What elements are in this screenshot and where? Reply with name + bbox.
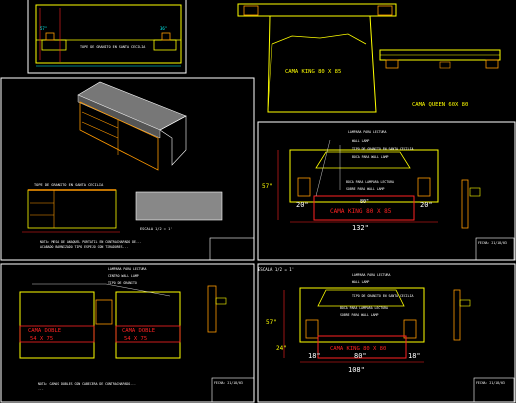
plan-label: TOPE DE GRANITO EN SANTA CECILIA	[80, 45, 145, 49]
dim-total: 132"	[352, 224, 369, 232]
br-dim-side-right: 18"	[408, 352, 421, 360]
callout-br-granite: TIPO DE GRANITO EN SANTA CECILIA	[352, 294, 413, 298]
panel-mid-right-king-elevation: CAMA KING 80 X 85 LAMPARA PARA LECTURA W…	[257, 121, 516, 261]
br-dim-center: 80"	[354, 352, 367, 360]
br-king-bed-label: CAMA KING 80 X 80	[330, 346, 386, 352]
dim-left: 57"	[40, 26, 47, 31]
callout-reading-lamp: LAMPARA PARA LECTURA	[348, 130, 386, 134]
dim-side-right: 20"	[420, 201, 433, 209]
queen-bed-label: CAMA QUEEN 60X 80	[412, 102, 468, 108]
panel-mid-left-credenza: TOPE DE GRANITO EN SANTA CECILIA ESCALA …	[0, 77, 255, 261]
bed-right-line-1: CAMA DOBLE	[122, 328, 155, 334]
scale-label: ESCALA 1/2 = 1'	[140, 227, 172, 231]
title-block-bottom-right: FECHA: 21/18/03	[476, 381, 505, 385]
king-bed-label: CAMA KING 80 X 85	[285, 69, 341, 75]
bl-note-line-2: ...	[38, 387, 44, 391]
callout-bl-center-wall-lamp: CENTRO WALL LAMP	[108, 274, 139, 278]
dim-height: 57"	[262, 183, 273, 190]
br-dim-height: 57"	[266, 319, 277, 326]
br-dim-side-left: 18"	[308, 352, 321, 360]
bed-left-line-1: CAMA DOBLE	[28, 328, 61, 334]
granite-label: TOPE DE GRANITO EN SANTA CECILIA	[34, 183, 104, 187]
panel-top-left-desk-elevation: 57" 36" TOPE DE GRANITO EN SANTA CECILIA	[27, 0, 187, 74]
panel-bottom-right-king-elevation: ESCALA 1/2 = 1' CAMA KING 80 X 80 LAMPAR…	[257, 263, 516, 403]
callout-reading-lamp-outlet: BOCA PARA LAMPARA LECTURA	[346, 180, 394, 184]
callout-wall-lamp-cover: SOBRE PARA WALL LAMP	[346, 187, 384, 191]
bed-left-line-2: 54 X 75	[30, 336, 53, 342]
king-bed-elevation-label: CAMA KING 80 X 85	[330, 208, 392, 215]
callout-bl-reading-lamp: LAMPARA PARA LECTURA	[108, 267, 146, 271]
callout-granite: TIPO DE GRANITO EN SANTA CECILIA	[352, 147, 413, 151]
dim-right: 36"	[160, 26, 167, 31]
br-dim-lower: 24"	[276, 345, 287, 352]
note-line-1: NOTA: MESA DE ANAQUEL PORTATIL EN CONTRA…	[40, 240, 142, 244]
callout-wall-lamp: WALL LAMP	[352, 139, 369, 143]
callout-br-wall-lamp-cover: SOBRE PARA WALL LAMP	[340, 313, 378, 317]
note-line-2: ACABADO BARNIZADO TIPO ESPEJO CON TIRADO…	[40, 245, 128, 249]
br-dim-total: 108"	[348, 366, 365, 374]
callout-br-reading-lamp: LAMPARA PARA LECTURA	[352, 273, 390, 277]
bed-right-line-2: 54 X 75	[124, 336, 147, 342]
callout-wall-lamp-outlet: BOCA PARA WALL LAMP	[352, 155, 389, 159]
callout-br-wall-lamp: WALL LAMP	[352, 280, 369, 284]
br-scale-label: ESCALA 1/2 = 1'	[258, 267, 294, 272]
callout-bl-granite: TIPO DE GRANITO	[108, 281, 137, 285]
title-block-mid-right: FECHA: 21/18/03	[478, 241, 507, 245]
dim-center: 80"	[360, 199, 369, 205]
callout-br-reading-lamp-outlet: BOCA PARA LAMPARA LECTURA	[340, 306, 388, 310]
panel-top-right-bed-plans: CAMA KING 80 X 85 CAMA QUEEN 60X 80	[237, 3, 501, 113]
panel-bottom-left-double-beds: CAMA DOBLE 54 X 75 CAMA DOBLE 54 X 75 LA…	[0, 263, 255, 403]
bl-note-line-1: NOTA: CAMAS DOBLES CON CABECERA DE CONTR…	[38, 382, 136, 386]
title-block-bottom-left: FECHA: 21/18/03	[214, 381, 243, 385]
dim-side-left: 20"	[296, 201, 309, 209]
